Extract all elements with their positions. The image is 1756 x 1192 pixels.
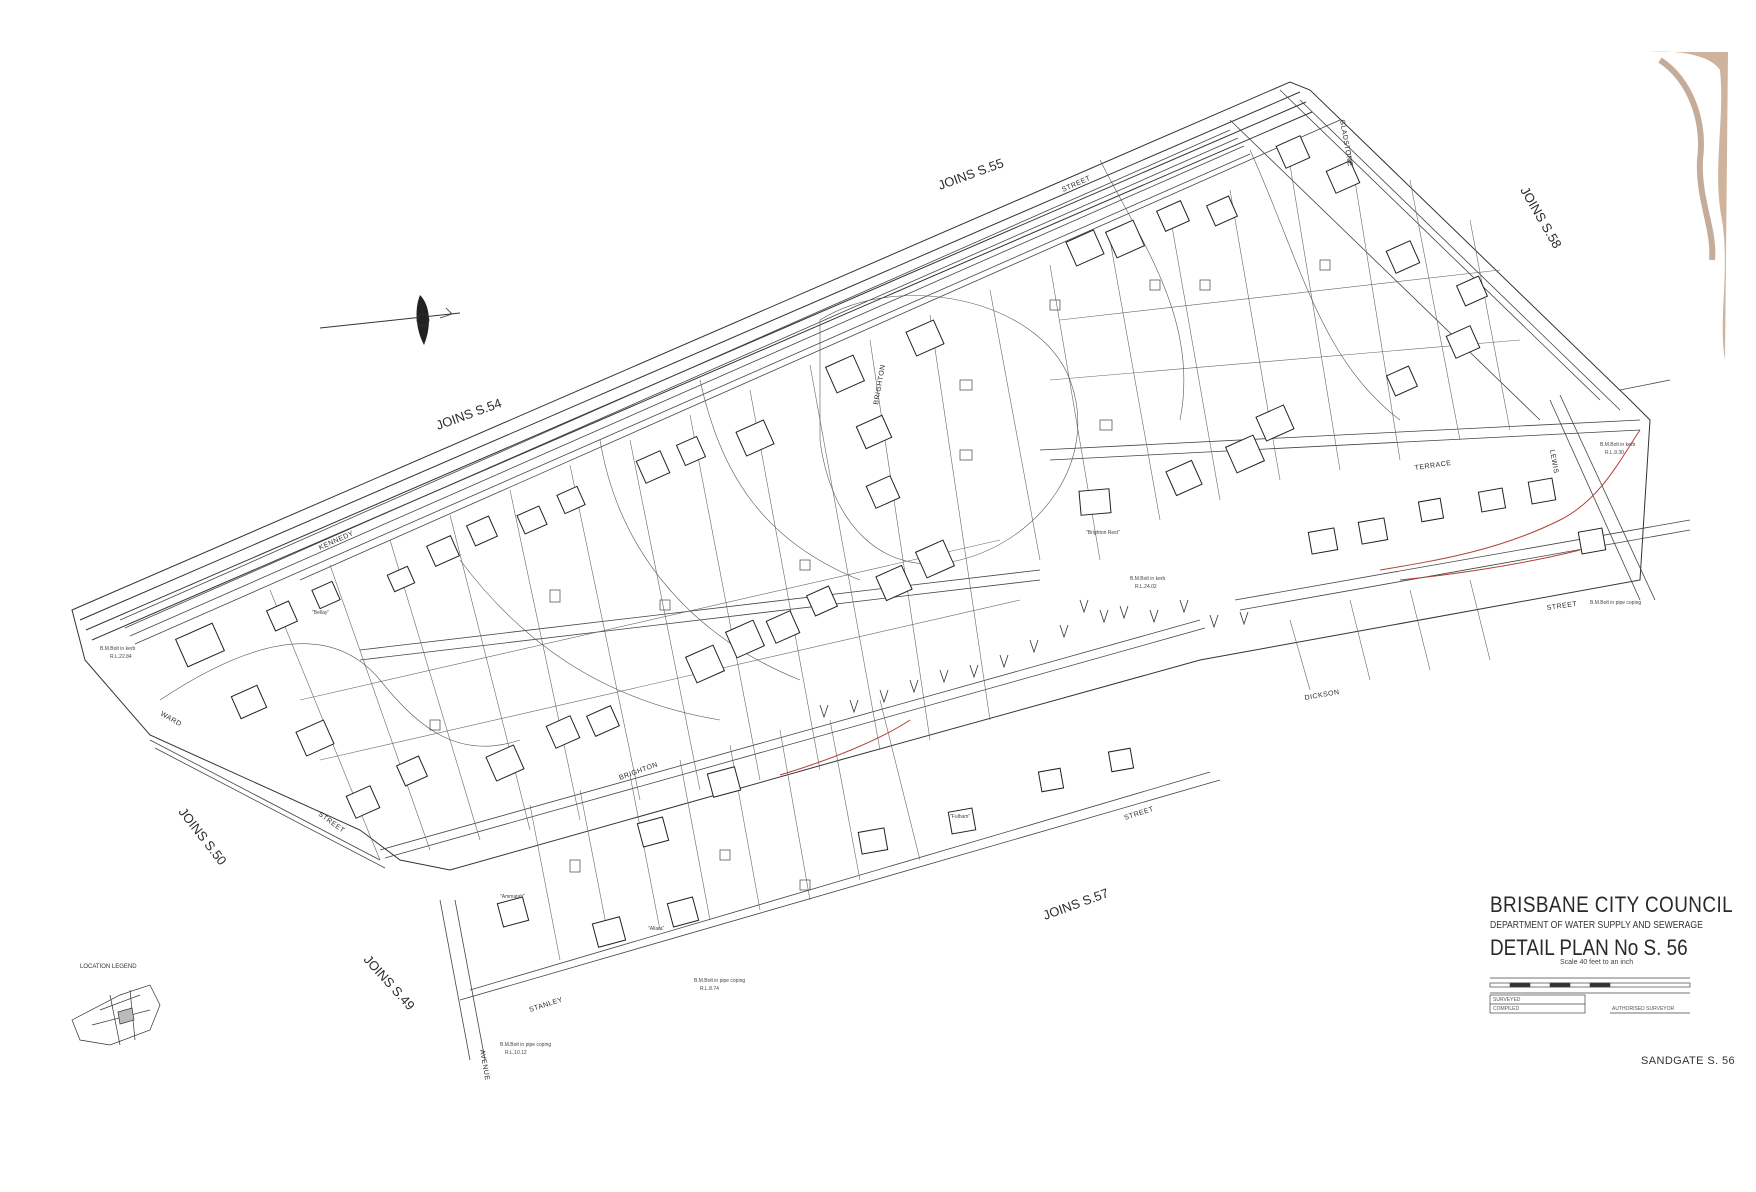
join-label-s57: JOINS S.57 — [1041, 885, 1111, 923]
benchmark-label-5: B.M.Bolt in pipe coping — [694, 978, 745, 984]
street-name-street-left: STREET — [317, 811, 346, 835]
street-name-lewis: LEWIS — [1548, 449, 1559, 474]
benchmark-rl-5: R.L.8.74 — [700, 986, 719, 992]
buildings — [174, 135, 1607, 948]
sheet-reference: SANDGATE S. 56 — [1641, 1055, 1736, 1067]
street-name-ward: WARD — [159, 711, 183, 729]
contour-lines — [159, 149, 1401, 747]
street-lines — [119, 89, 1691, 1061]
house-name-allara: "Allara" — [648, 926, 665, 932]
department-title: DEPARTMENT OF WATER SUPPLY AND SEWERAGE — [1490, 920, 1703, 931]
house-name-brighton-rest: "Brighton Rest" — [1086, 530, 1120, 536]
street-name-terrace: TERRACE — [1414, 460, 1452, 472]
join-label-s50: JOINS S.50 — [176, 805, 230, 868]
surveyed-field: SURVEYED — [1493, 997, 1521, 1003]
house-name-ammatah: "Ammatah" — [500, 894, 525, 900]
street-name-stanley: STANLEY — [528, 996, 563, 1013]
lot-lines — [269, 149, 1521, 961]
plan-title: DETAIL PLAN No S. 56 — [1490, 935, 1688, 960]
vegetation-symbols — [819, 599, 1249, 719]
benchmark-label-2: B.M.Bolt in kerb — [1130, 576, 1166, 582]
street-name-brighton-2: BRIGHTON — [618, 761, 659, 782]
house-name-fulham: "Fulham" — [950, 814, 970, 820]
benchmark-label-3: B.M.Bolt in kerb — [1600, 442, 1636, 448]
benchmark-rl-6: R.L.10.12 — [505, 1050, 527, 1056]
compiled-field: COMPILED — [1493, 1006, 1520, 1012]
benchmark-label-6: B.M.Bolt in pipe coping — [500, 1042, 551, 1048]
join-label-s58: JOINS S.58 — [1517, 184, 1564, 251]
red-ink-annotations — [779, 429, 1641, 776]
join-label-s49: JOINS S.49 — [361, 952, 418, 1013]
benchmark-label-1: B.M.Bolt in kerb — [100, 646, 136, 652]
benchmark-rl-3: R.L.9.30 — [1605, 450, 1624, 456]
street-name-avenue: AVENUE — [478, 1049, 490, 1081]
benchmark-rl-2: R.L.24.02 — [1135, 584, 1157, 590]
authorised-surveyor-field: AUTHORISED SURVEYOR — [1612, 1006, 1675, 1012]
outbuildings — [429, 259, 1331, 891]
street-name-gladstone: GLADSTONE — [1338, 119, 1353, 167]
street-name-street-mid: STREET — [1123, 806, 1154, 822]
join-label-s55: JOINS S.55 — [936, 155, 1006, 193]
scale-note: Scale 40 feet to an inch — [1560, 959, 1634, 966]
house-name-bellay: "Bellay" — [312, 610, 329, 616]
north-arrow-icon — [319, 295, 461, 345]
title-block-rules — [1489, 977, 1691, 1014]
location-legend-title: LOCATION LEGEND — [80, 964, 137, 970]
street-name-street-right: STREET — [1546, 601, 1578, 612]
location-legend-diagram — [71, 984, 161, 1046]
street-name-dickson: DICKSON — [1304, 689, 1340, 702]
benchmark-label-4: B.M.Bolt in pipe coping — [1590, 600, 1641, 606]
council-title: BRISBANE CITY COUNCIL — [1490, 892, 1734, 917]
street-name-brighton-1: BRIGHTON — [873, 364, 887, 405]
title-block: BRISBANE CITY COUNCIL DEPARTMENT OF WATE… — [1490, 892, 1734, 966]
benchmark-rl-1: R.L.22.84 — [110, 654, 132, 660]
paper-stain — [1648, 51, 1728, 360]
